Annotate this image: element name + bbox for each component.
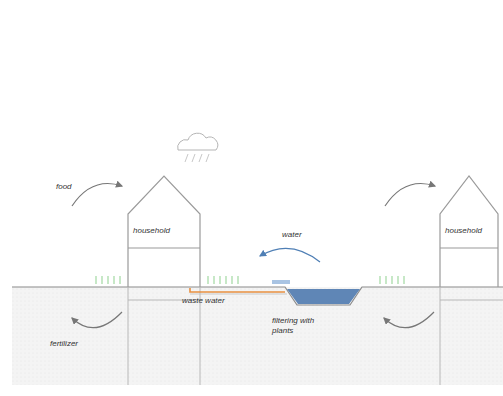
annotation-label: waste water (182, 296, 225, 306)
annotation-label: filtering with plants (272, 316, 316, 336)
house-shape: household (128, 176, 200, 287)
house-label: household (133, 226, 170, 236)
annotation-label: food (56, 182, 72, 192)
annotation-label: fertilizer (50, 339, 78, 349)
house-shape: household (440, 176, 498, 287)
house-label: household (445, 226, 482, 236)
annotation-label: water (282, 230, 302, 240)
